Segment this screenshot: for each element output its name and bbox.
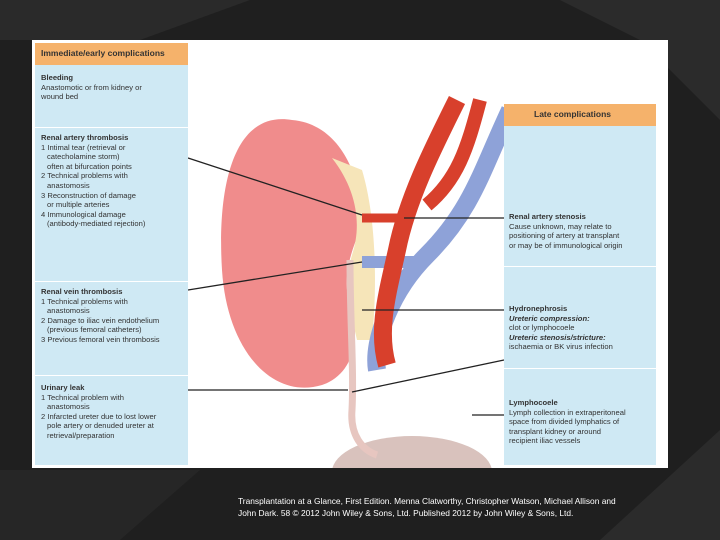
kidney-shape (221, 119, 361, 388)
section-divider (35, 375, 188, 376)
rvt-line: 2 Damage to iliac vein endothelium (41, 315, 160, 325)
bladder-shape (332, 436, 492, 468)
ul-line: 2 Infarcted ureter due to lost lower (41, 411, 157, 421)
bleeding-section: Bleeding Anastomotic or from kidney or w… (41, 73, 186, 102)
rat-line: or multiple arteries (47, 200, 110, 210)
rat-line: (antibody-mediated rejection) (47, 219, 146, 229)
urinary-leak-heading: Urinary leak (41, 383, 85, 392)
renal-artery-stenosis-heading: Renal artery stenosis (509, 212, 586, 221)
ras-line: or may be of immunological origin (509, 240, 623, 250)
lymph-line: recipient iliac vessels (509, 436, 581, 446)
rat-line: anastomosis (47, 180, 90, 190)
rat-line: 1 Intimal tear (retrieval or (41, 142, 126, 152)
hydronephrosis-heading: Hydronephrosis (509, 304, 568, 313)
section-divider (35, 127, 188, 128)
ul-line: retrieval/preparation (47, 430, 115, 440)
hydro-line: clot or lymphocoele (509, 323, 575, 333)
rat-line: 3 Reconstruction of damage (41, 190, 136, 200)
rat-line: 2 Technical problems with (41, 171, 128, 181)
rvt-line: anastomosis (47, 306, 90, 316)
hydro-line: ischaemia or BK virus infection (509, 342, 613, 352)
renal-artery-thrombosis-section: Renal artery thrombosis 1 Intimal tear (… (41, 133, 186, 229)
ras-line: positioning of artery at transplant (509, 231, 620, 241)
late-complications-title: Late complications (504, 104, 656, 126)
lymph-line: Lymph collection in extraperitoneal (509, 407, 626, 417)
iliac-artery (373, 95, 466, 368)
kidney-transplant-illustration (187, 95, 519, 468)
section-divider (35, 281, 188, 282)
lymph-line: space from divided lymphatics of (509, 417, 620, 427)
urinary-leak-section: Urinary leak 1 Technical problem with an… (41, 383, 186, 441)
immediate-complications-panel: Immediate/early complications Bleeding A… (35, 43, 188, 465)
rvt-line: 1 Technical problems with (41, 296, 128, 306)
section-divider (504, 368, 656, 369)
ureter-shape (346, 259, 379, 459)
rat-line: often at bifurcation points (47, 161, 132, 171)
ul-line: anastomosis (47, 402, 90, 412)
lymphocoele-section: Lymphocoele Lymph collection in extraper… (509, 398, 653, 446)
bleeding-heading: Bleeding (41, 73, 74, 82)
section-divider (504, 266, 656, 267)
immediate-complications-title: Immediate/early complications (35, 43, 188, 65)
lymphocoele-heading: Lymphocoele (509, 398, 558, 407)
renal-artery-stenosis-section: Renal artery stenosis Cause unknown, may… (509, 212, 653, 250)
rat-line: catecholamine storm) (47, 152, 120, 162)
late-complications-panel: Late complications Renal artery stenosis… (504, 104, 656, 465)
caption-line: Transplantation at a Glance, First Editi… (238, 496, 616, 506)
ureteric-compression-label: Ureteric compression: (509, 313, 590, 323)
bleeding-line: wound bed (41, 92, 79, 102)
ureteric-stenosis-label: Ureteric stenosis/stricture: (509, 332, 606, 342)
figure-caption: Transplantation at a Glance, First Editi… (238, 495, 678, 519)
renal-vein-thrombosis-heading: Renal vein thrombosis (41, 287, 123, 296)
ul-line: pole artery or denuded ureter at (47, 421, 154, 431)
bleeding-line: Anastomotic or from kidney or (41, 82, 142, 92)
rvt-line: 3 Previous femoral vein thrombosis (41, 334, 160, 344)
renal-vein-thrombosis-section: Renal vein thrombosis 1 Technical proble… (41, 287, 186, 345)
complications-diagram: Immediate/early complications Bleeding A… (32, 40, 668, 468)
ul-line: 1 Technical problem with (41, 392, 125, 402)
rvt-line: (previous femoral catheters) (47, 325, 142, 335)
hydronephrosis-section: Hydronephrosis Ureteric compression: clo… (509, 304, 653, 352)
renal-artery-thrombosis-heading: Renal artery thrombosis (41, 133, 129, 142)
lymph-line: transplant kidney or around (509, 426, 602, 436)
ras-line: Cause unknown, may relate to (509, 221, 612, 231)
caption-line: John Dark. 58 © 2012 John Wiley & Sons, … (238, 508, 574, 518)
rat-line: 4 Immunological damage (41, 209, 126, 219)
